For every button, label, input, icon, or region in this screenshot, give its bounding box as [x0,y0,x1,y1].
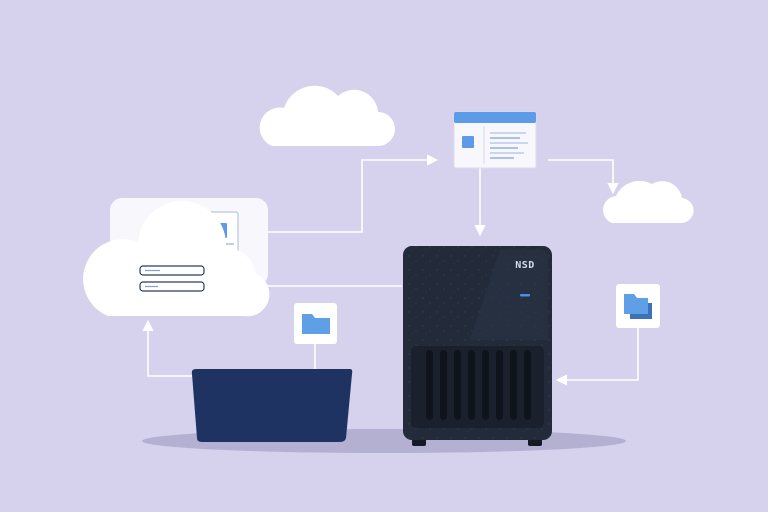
nas-drive-slots [426,350,531,420]
nas-status-light [520,294,530,297]
document-line [490,147,518,149]
document-window [453,111,537,169]
folder-card-left [294,303,337,344]
document-line [490,152,524,154]
connector-panel-to-document [268,154,439,233]
connector-lines [142,154,639,386]
connector-folder-to-nas [555,328,639,386]
connector-laptop-to-cloud [142,319,192,377]
folder-icon [302,314,330,334]
folder-card-right [616,284,660,328]
document-window-titlebar [454,112,536,123]
nas-label: NSD [515,260,535,271]
folder-icon [624,294,648,314]
document-line [490,132,526,134]
cloud-form-field [139,281,205,292]
cloud-icon [83,200,270,317]
cloud-icon [603,180,694,224]
laptop-icon [191,369,353,442]
cloud-storage-panel [83,198,270,317]
cloud-form-field [139,265,205,276]
document-line [490,137,520,139]
document-line [490,142,528,144]
nas-server: NSD [403,246,552,446]
document-line [490,157,514,159]
cloud-icon [259,85,395,146]
cloud-top [259,85,395,146]
document-window-icon [462,136,474,148]
connector-document-to-cloud [548,159,619,195]
laptop-device [191,369,353,442]
cloud-right [603,180,694,224]
